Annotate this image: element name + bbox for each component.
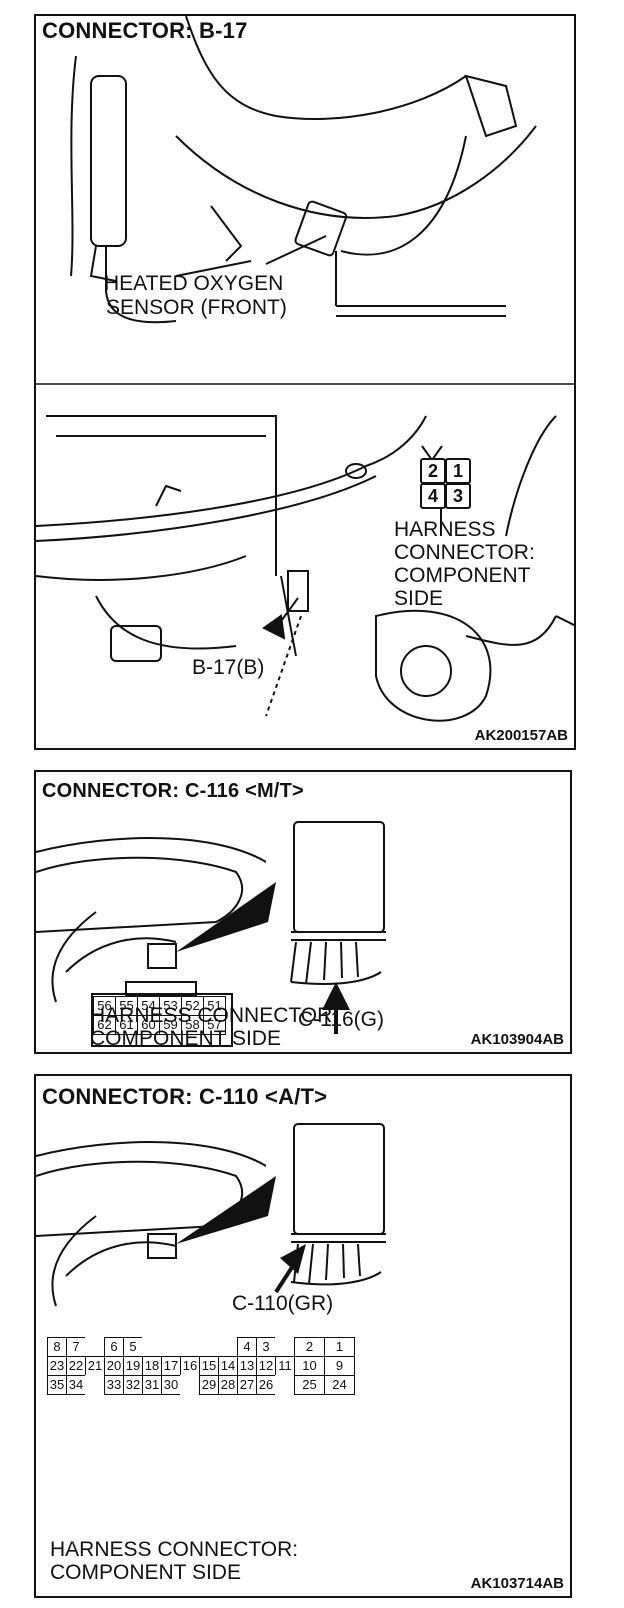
sensor-label-line2: SENSOR (FRONT) bbox=[106, 296, 287, 319]
c110-pin-blank bbox=[180, 1375, 200, 1395]
panel-c116: CONNECTOR: C-116 <M/T> 56 55 54 53 52 51… bbox=[34, 770, 572, 1054]
pin-2: 2 bbox=[420, 458, 446, 484]
c110-pin-blank bbox=[85, 1375, 105, 1395]
c116-harness-label-line2: COMPONENT SIDE bbox=[90, 1027, 281, 1050]
c110-pin: 1 bbox=[324, 1337, 355, 1357]
c110-pin: 16 bbox=[180, 1356, 200, 1376]
c110-pin-blank bbox=[199, 1337, 219, 1357]
c110-pin-blank bbox=[218, 1337, 238, 1357]
c116-pin: 57 bbox=[203, 1015, 226, 1035]
figure-code: AK103904AB bbox=[470, 1031, 564, 1048]
c116-pin: 56 bbox=[93, 996, 116, 1016]
c110-pin: 4 bbox=[237, 1337, 257, 1357]
c110-pin: 23 bbox=[47, 1356, 67, 1376]
panel-title: CONNECTOR: C-116 <M/T> bbox=[42, 780, 304, 802]
panel-title: CONNECTOR: B-17 bbox=[42, 18, 248, 43]
c110-pin-blank bbox=[161, 1337, 181, 1357]
c110-pin: 20 bbox=[104, 1356, 124, 1376]
c110-pin: 6 bbox=[104, 1337, 124, 1357]
c116-pin: 59 bbox=[159, 1015, 182, 1035]
c110-pin-blank bbox=[275, 1337, 295, 1357]
c110-pin: 2 bbox=[294, 1337, 325, 1357]
c110-pin-blank bbox=[142, 1337, 162, 1357]
c110-pin: 12 bbox=[256, 1356, 276, 1376]
c116-harness-label-line1: HARNESS CONNECTOR: bbox=[90, 1004, 339, 1027]
panel-b17: CONNECTOR: B-17 HEATED OXYGEN SENSOR (FR… bbox=[34, 14, 576, 750]
figure-code: AK200157AB bbox=[474, 727, 568, 744]
c110-pin: 30 bbox=[161, 1375, 181, 1395]
c110-pin: 32 bbox=[123, 1375, 143, 1395]
callout-b17: B-17(B) bbox=[192, 656, 265, 679]
c110-pin: 13 bbox=[237, 1356, 257, 1376]
c110-harness-label-line2: COMPONENT SIDE bbox=[50, 1561, 241, 1584]
c110-pin: 8 bbox=[47, 1337, 67, 1357]
panel-title: CONNECTOR: C-110 <A/T> bbox=[42, 1084, 328, 1109]
callout-c116: C-116(G) bbox=[298, 1008, 384, 1031]
c110-pin: 25 bbox=[294, 1375, 325, 1395]
c110-pin: 28 bbox=[218, 1375, 238, 1395]
c110-pin: 3 bbox=[256, 1337, 276, 1357]
c110-pin: 18 bbox=[142, 1356, 162, 1376]
harness-label-line4: SIDE bbox=[394, 587, 444, 610]
c116-pin: 51 bbox=[203, 996, 226, 1016]
c116-pin: 62 bbox=[93, 1015, 116, 1035]
c110-pin: 9 bbox=[324, 1356, 355, 1376]
dashboard-illustration bbox=[36, 821, 386, 1047]
c110-pin-blank bbox=[85, 1337, 105, 1357]
c110-pin: 26 bbox=[256, 1375, 276, 1395]
engine-bay-illustration bbox=[36, 16, 574, 722]
c110-pin: 10 bbox=[294, 1356, 325, 1376]
c110-pin: 21 bbox=[85, 1356, 105, 1376]
c110-pin: 31 bbox=[142, 1375, 162, 1395]
c110-pin: 24 bbox=[324, 1375, 355, 1395]
harness-label-line1: HARNESS bbox=[394, 518, 496, 541]
c116-pin: 58 bbox=[181, 1015, 204, 1035]
c110-pin: 14 bbox=[218, 1356, 238, 1376]
c110-pin: 17 bbox=[161, 1356, 181, 1376]
sensor-label-line1: HEATED OXYGEN bbox=[104, 272, 284, 295]
c116-pin-grid: 56 55 54 53 52 51 62 61 60 59 58 57 bbox=[93, 996, 226, 1035]
dashboard-illustration bbox=[36, 1123, 386, 1307]
harness-label-line3: COMPONENT bbox=[394, 564, 531, 587]
c110-pin: 22 bbox=[66, 1356, 86, 1376]
c110-pin: 11 bbox=[275, 1356, 295, 1376]
c110-pin-blank bbox=[275, 1375, 295, 1395]
pin-1: 1 bbox=[445, 458, 471, 484]
c110-pin: 7 bbox=[66, 1337, 86, 1357]
c110-pin: 34 bbox=[66, 1375, 86, 1395]
figure-code: AK103714AB bbox=[470, 1575, 564, 1592]
c110-pin-blank bbox=[180, 1337, 200, 1357]
c110-pin: 33 bbox=[104, 1375, 124, 1395]
c110-pin: 19 bbox=[123, 1356, 143, 1376]
pin-3: 3 bbox=[445, 483, 471, 509]
callout-c110: C-110(GR) bbox=[232, 1292, 334, 1315]
c110-pin: 15 bbox=[199, 1356, 219, 1376]
pin-4: 4 bbox=[420, 483, 446, 509]
c110-harness-label-line1: HARNESS CONNECTOR: bbox=[50, 1538, 299, 1561]
c110-pin: 35 bbox=[47, 1375, 67, 1395]
harness-label-line2: CONNECTOR: bbox=[394, 541, 535, 564]
c110-pin: 5 bbox=[123, 1337, 143, 1357]
c110-pin: 27 bbox=[237, 1375, 257, 1395]
c110-pin: 29 bbox=[199, 1375, 219, 1395]
